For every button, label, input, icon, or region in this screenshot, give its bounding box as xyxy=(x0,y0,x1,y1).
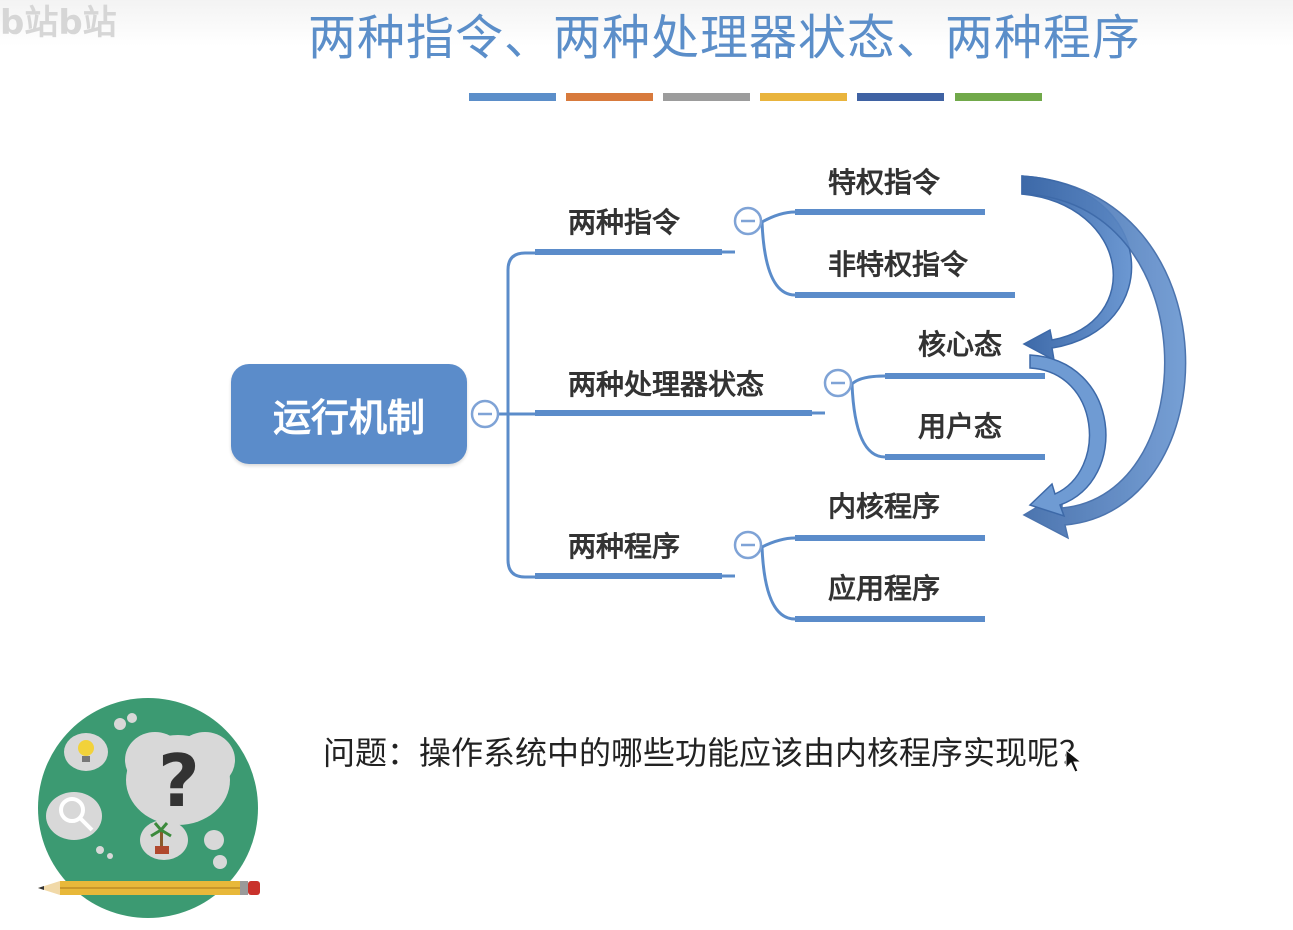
pencil-icon xyxy=(38,881,260,895)
lightbulb-icon xyxy=(78,740,94,762)
thinking-illustration: ? xyxy=(38,698,260,918)
node-user-mode[interactable]: 用户态 xyxy=(918,410,1003,443)
node-non-privileged-instruction[interactable]: 非特权指令 xyxy=(828,248,969,281)
child-underlines xyxy=(795,209,1045,622)
mindmap-root-node[interactable]: 运行机制 xyxy=(231,364,467,464)
collapse-button-instructions[interactable] xyxy=(733,206,763,236)
thought-clouds xyxy=(46,713,235,869)
color-stripe-3 xyxy=(663,93,750,101)
mouse-cursor-icon xyxy=(1065,748,1083,773)
slide-title: 两种指令、两种处理器状态、两种程序 xyxy=(308,10,1142,66)
branch-instructions[interactable]: 两种指令 xyxy=(568,206,681,239)
color-stripe-2 xyxy=(566,93,653,101)
color-stripe-5 xyxy=(857,93,944,101)
branch-to-collapse xyxy=(722,250,825,578)
node-application-program[interactable]: 应用程序 xyxy=(828,572,941,605)
color-stripe-1 xyxy=(469,93,556,101)
node-privileged-instruction[interactable]: 特权指令 xyxy=(828,166,941,199)
root-connectors xyxy=(498,251,535,579)
arrow-privileged-to-kernel-program xyxy=(1021,175,1187,540)
child-connectors xyxy=(760,210,886,621)
question-text: 问题：操作系统中的哪些功能应该由内核程序实现呢？ xyxy=(323,734,1092,772)
collapse-button-root[interactable] xyxy=(470,399,500,429)
node-kernel-program[interactable]: 内核程序 xyxy=(828,490,941,523)
branch-processor-states[interactable]: 两种处理器状态 xyxy=(568,368,765,401)
collapse-button-programs[interactable] xyxy=(733,530,763,560)
node-kernel-mode[interactable]: 核心态 xyxy=(918,328,1003,361)
color-stripe-4 xyxy=(760,93,847,101)
arrow-kernel-mode-to-kernel-program xyxy=(1028,354,1107,518)
color-stripe-6 xyxy=(955,93,1042,101)
question-mark-icon: ? xyxy=(158,739,200,823)
watermark: b站b站 xyxy=(0,3,117,43)
palm-tree-icon xyxy=(150,822,172,854)
collapse-button-states[interactable] xyxy=(823,368,853,398)
magnifier-icon xyxy=(59,797,94,832)
top-bar xyxy=(0,0,1293,46)
svg-text:?: ? xyxy=(158,739,200,823)
branch-underlines xyxy=(535,249,812,579)
branch-programs[interactable]: 两种程序 xyxy=(568,530,681,563)
